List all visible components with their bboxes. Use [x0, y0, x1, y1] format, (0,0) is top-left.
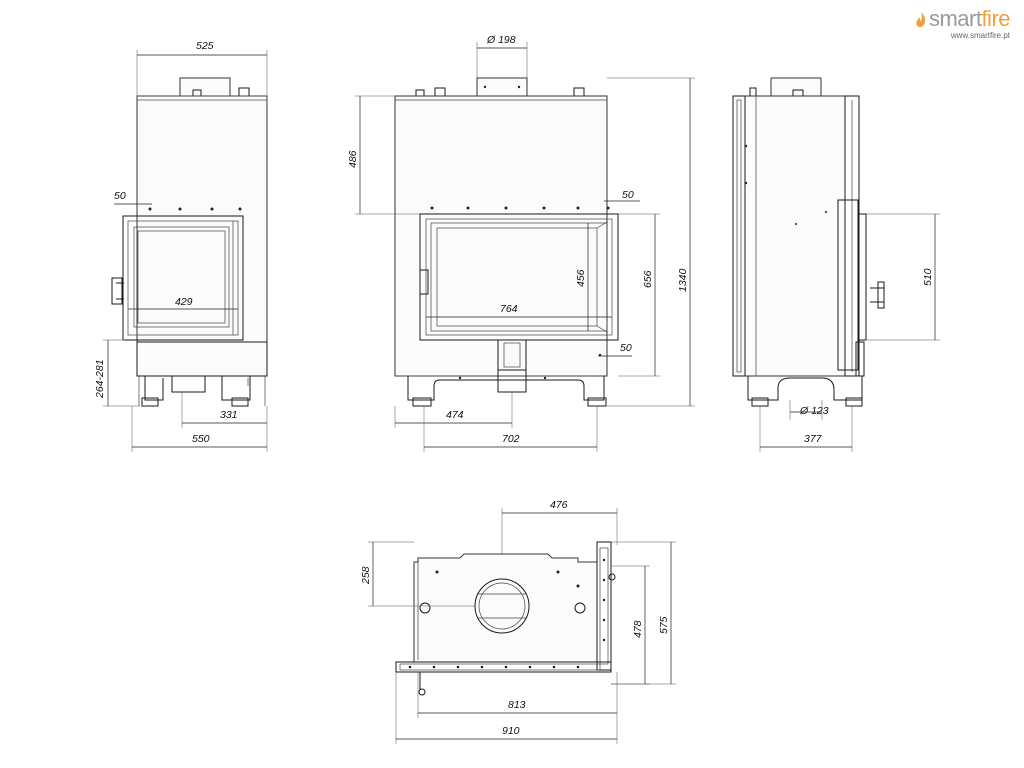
dim-label: 764: [500, 303, 518, 315]
dim-label: 429: [175, 296, 193, 308]
dim-label: 486: [347, 150, 359, 168]
brand-name-smart: smart: [928, 6, 982, 31]
dim-label: 50: [622, 189, 634, 201]
view-side: 510 Ø 123 377: [732, 77, 940, 452]
brand-url: www.smartfire.pt: [950, 31, 1010, 40]
dim-label: 50: [114, 190, 126, 202]
dim-label: 813: [508, 699, 526, 711]
dim-label: 656: [642, 270, 654, 288]
dim-label: 474: [446, 409, 464, 421]
dim-label: 264-281: [94, 359, 106, 399]
dim-label: 525: [196, 40, 214, 52]
dim-label: 50: [620, 342, 632, 354]
dim-label: 476: [550, 499, 568, 511]
dim-label: 510: [922, 268, 934, 286]
view-front-left: 525 50 429: [94, 40, 268, 452]
dim-label: 1340: [677, 268, 689, 292]
dim-label: 550: [192, 433, 210, 445]
dim-label: 702: [502, 433, 520, 445]
dim-label: 478: [632, 620, 644, 638]
dim-label: 377: [804, 433, 823, 445]
dim-label: 910: [502, 725, 520, 737]
dim-label: 456: [575, 269, 587, 287]
view-top: 476: [360, 499, 676, 744]
dim-label: Ø 123: [799, 405, 829, 417]
dim-label: 575: [658, 616, 670, 634]
brand-name-fire: fire: [981, 6, 1010, 31]
dim-label: Ø 198: [486, 34, 516, 46]
dim-label: 331: [220, 409, 238, 421]
dim-label: 258: [360, 566, 372, 585]
view-front-center: Ø 198: [347, 34, 695, 452]
flame-icon: [916, 11, 926, 27]
